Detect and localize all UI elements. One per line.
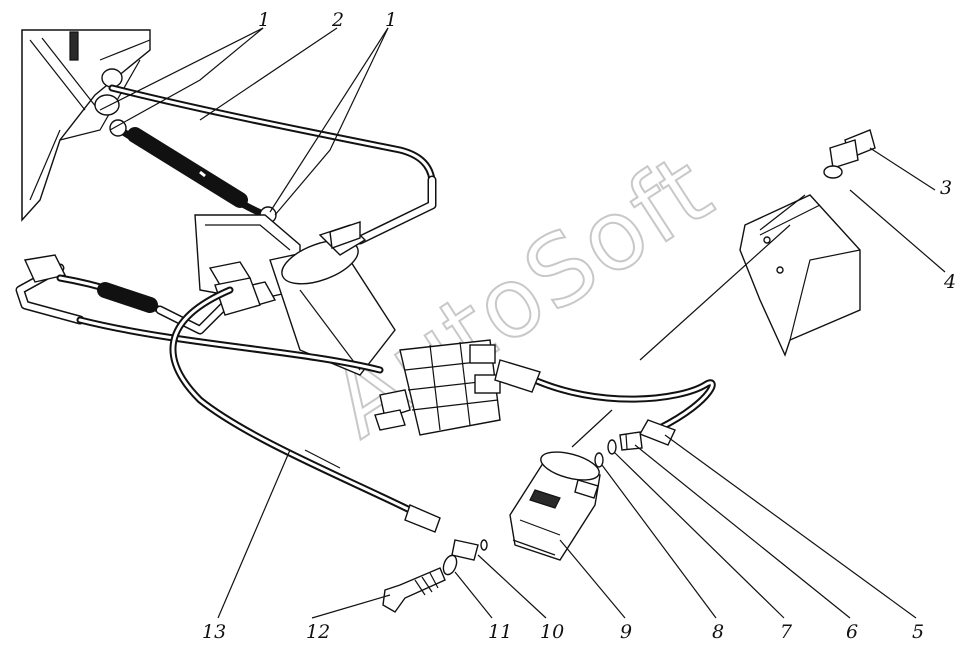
callout-13: 13 — [202, 621, 226, 643]
watermark-text: AutoSoft — [312, 132, 732, 459]
hose-13 — [169, 286, 441, 533]
upper-hose — [108, 84, 437, 245]
callout-12: 12 — [306, 621, 330, 643]
washer-7 — [607, 439, 617, 455]
bolt-12 — [382, 567, 446, 613]
callout-11: 11 — [488, 621, 512, 643]
mount-bracket — [739, 194, 861, 357]
callout-9: 9 — [620, 621, 632, 643]
bolt-3 — [829, 129, 876, 169]
hose-2 — [109, 119, 277, 224]
fitting-10 — [451, 539, 488, 561]
callout-1b: 1 — [385, 9, 397, 31]
callout-4: 4 — [943, 271, 956, 293]
callout-2: 2 — [331, 9, 344, 31]
frame-bracket — [21, 29, 151, 222]
left-hose-assembly — [15, 254, 384, 374]
control-valve — [374, 339, 501, 436]
watermark: AutoSoft — [311, 131, 733, 460]
washer-11 — [442, 554, 458, 576]
hydraulic-pump — [194, 214, 396, 376]
filter-9 — [509, 451, 601, 561]
callout-5: 5 — [912, 621, 924, 643]
hose-5 — [494, 359, 716, 446]
washer-4 — [823, 165, 843, 179]
callout-6: 6 — [846, 621, 858, 643]
callout-1a: 1 — [258, 9, 270, 31]
callout-3: 3 — [940, 177, 952, 199]
leader-lines — [99, 27, 946, 619]
callout-10: 10 — [540, 621, 564, 643]
callout-7: 7 — [780, 621, 793, 643]
callout-labels: 1 2 1 3 4 13 12 11 10 9 8 7 6 5 — [202, 9, 956, 643]
callout-8: 8 — [712, 621, 724, 643]
seal-8 — [594, 452, 604, 468]
